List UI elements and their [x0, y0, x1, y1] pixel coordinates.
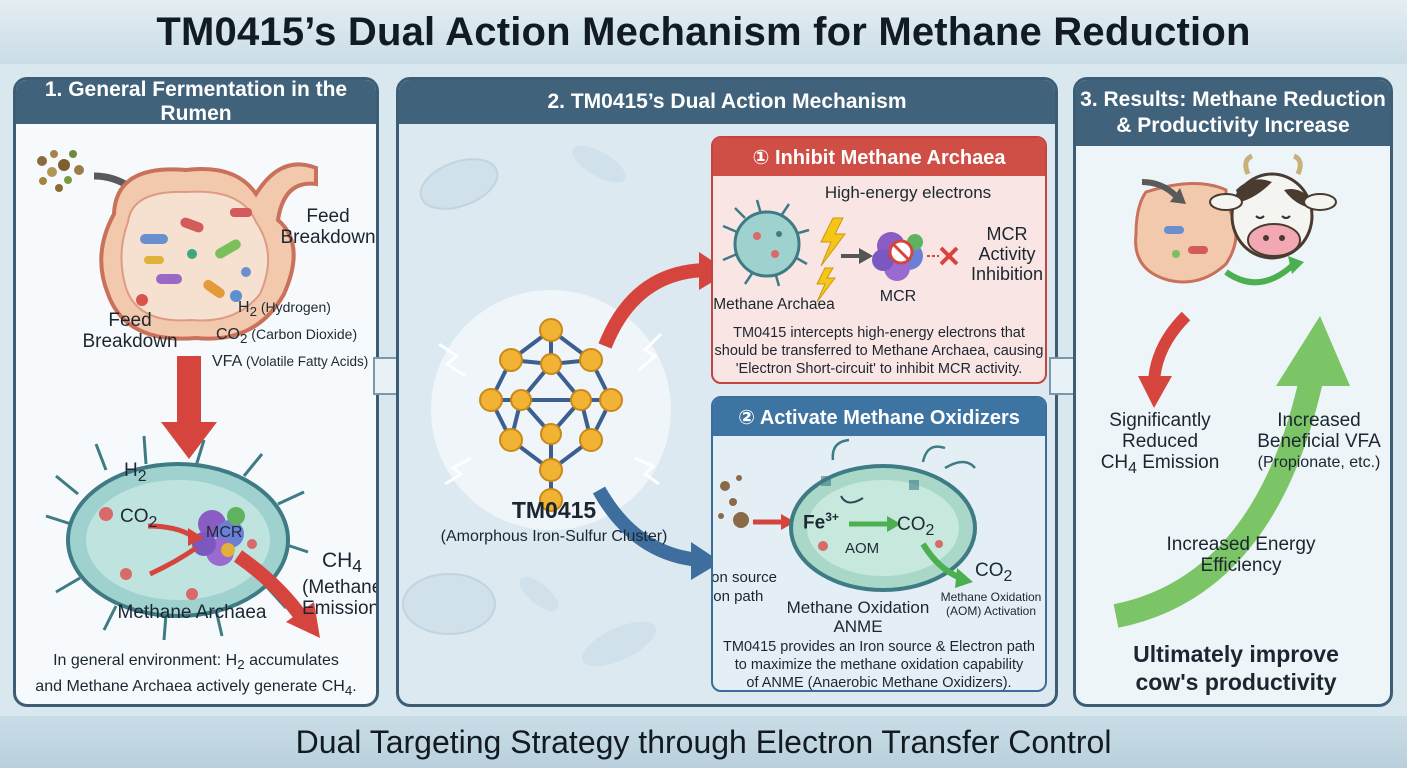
panel1-note: In general environment: H2 accumulates a… [35, 652, 357, 699]
activate-path-arrow-icon [592, 486, 700, 567]
methane-archaea-cell-icon [45, 435, 309, 641]
inhibit-illustration [722, 199, 959, 303]
lightning-glow-icon [438, 332, 663, 486]
panel2-heading: 2. TM0415’s Dual Action Mechanism [399, 80, 1055, 124]
cell-mcr-label: MCR [206, 524, 243, 541]
provide-iron-label: Provide Iron source& Electron path [711, 569, 778, 605]
inhibit-methane-archaea-panel: ① Inhibit Methane Archaea [711, 136, 1047, 384]
reduction-arrow-icon [1148, 311, 1191, 383]
inhibit-heading: ① Inhibit Methane Archaea [713, 138, 1045, 176]
inhibit-path-arrow-icon [598, 263, 710, 349]
rumen-fermentation-illustration [37, 150, 320, 641]
aom-label: AOM [845, 540, 880, 557]
co2-inner-label: CO2 [897, 514, 935, 539]
footer-strategy: Dual Targeting Strategy through Electron… [0, 716, 1407, 768]
high-energy-electrons-label: High-energy electrons [824, 183, 992, 202]
cow-icon [1209, 153, 1337, 260]
methane-output-arrow-icon [233, 550, 308, 623]
down-arrow-icon [177, 356, 201, 426]
cluster-description: (Amorphous Iron-Sulfur Cluster) [440, 528, 668, 545]
panel3-heading: 3. Results: Methane Reduction& Productiv… [1076, 80, 1390, 146]
fe3-label: Fe3+ [803, 510, 839, 534]
rumen-icon [99, 162, 318, 341]
cluster-name: TM0415 [511, 497, 597, 523]
panel-general-fermentation: 1. General Fermentation in the Rumen [13, 77, 379, 707]
feed-particles-icon [37, 150, 84, 192]
activate-illustration [718, 438, 977, 592]
increase-arrow-icon [1113, 373, 1324, 628]
cell-co2-label: CO2 [120, 506, 158, 531]
co2-out-label: CO2 [975, 560, 1013, 585]
cell-h2-label: H2 [124, 460, 147, 485]
inhibit-description: TM0415 intercepts high-energy electrons … [714, 325, 1044, 377]
results-illustration [1113, 153, 1350, 628]
methane-archaea-label: Methane Archaea [117, 602, 267, 623]
lightning-bolt-icon [816, 217, 846, 303]
aom-activation-label: Methane Oxidation(AOM) Activation [940, 590, 1042, 618]
panel1-heading: 1. General Fermentation in the Rumen [16, 80, 376, 125]
inhibit-mcr-label: MCR [879, 288, 917, 305]
activate-methane-oxidizers-panel: ② Activate Methane Oxidizers [711, 396, 1047, 692]
iron-particles-icon [718, 475, 749, 528]
cross-icon [939, 246, 959, 266]
activate-description: TM0415 provides an Iron source & Electro… [723, 639, 1035, 691]
activate-heading: ② Activate Methane Oxidizers [713, 398, 1045, 436]
inhibit-archaea-label: Methane Archaea [713, 296, 835, 313]
panel-dual-action: 2. TM0415’s Dual Action Mechanism [396, 77, 1058, 707]
page-title: TM0415’s Dual Action Mechanism for Metha… [0, 0, 1407, 64]
rumen-small-icon [1134, 182, 1238, 284]
panel-results: 3. Results: Methane Reduction& Productiv… [1073, 77, 1393, 707]
fermentation-products: H2 (Hydrogen) CO2 (Carbon Dioxide) VFA (… [212, 299, 369, 371]
prohibited-icon [888, 239, 914, 265]
anme-cell-icon [789, 438, 977, 592]
